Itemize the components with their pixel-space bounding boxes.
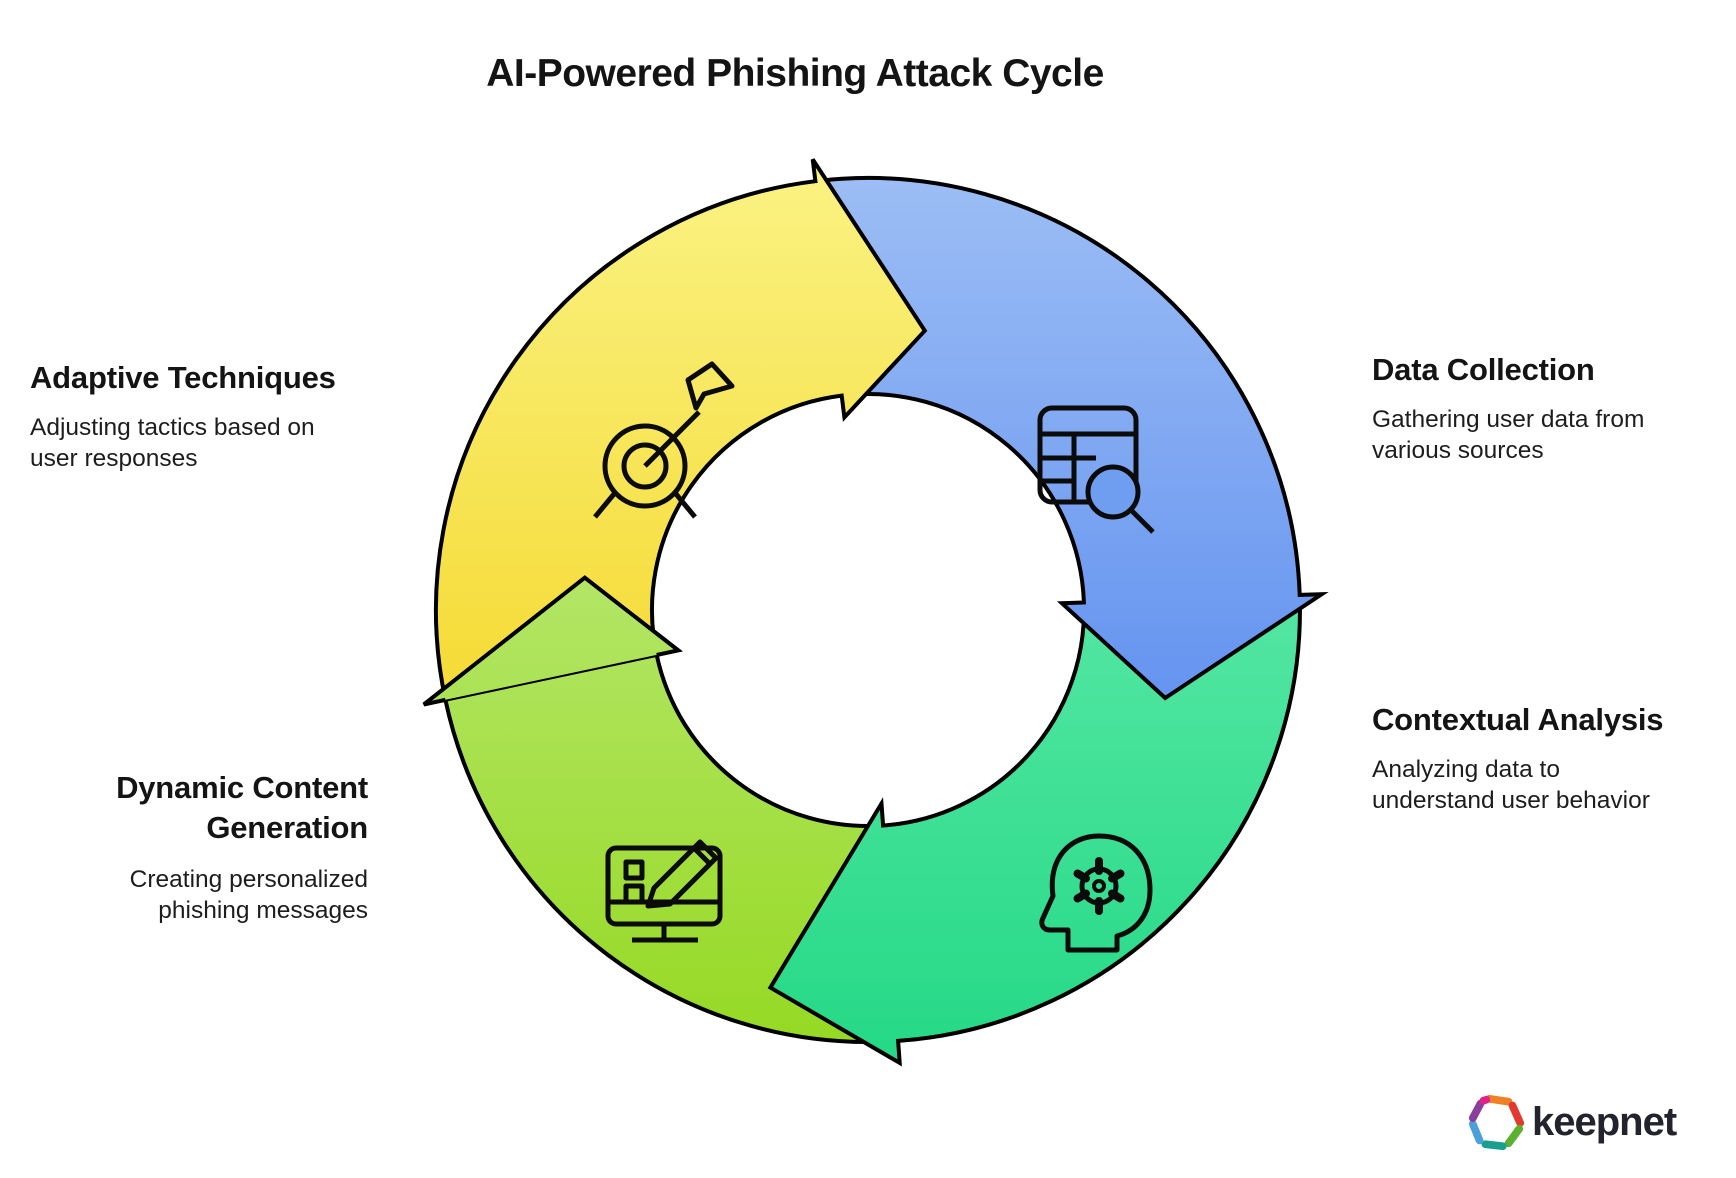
step-heading: Dynamic Content Generation: [116, 770, 368, 845]
monitor-pencil-icon: [605, 839, 723, 943]
table-search-icon: [1037, 405, 1155, 534]
step-contextual-analysis: Contextual Analysis Analyzing data to un…: [1372, 702, 1682, 816]
keepnet-logo: keepnet: [1466, 1092, 1677, 1152]
step-body: Gathering user data from various sources: [1372, 406, 1645, 464]
step-data-collection: Data Collection Gathering user data from…: [1372, 352, 1682, 466]
step-adaptive-techniques: Adaptive Techniques Adjusting tactics ba…: [30, 360, 340, 474]
keepnet-logo-icon: [1468, 1094, 1525, 1151]
step-heading: Contextual Analysis: [1372, 702, 1664, 737]
step-dynamic-content-generation: Dynamic Content Generation Creating pers…: [48, 768, 368, 926]
target-dart-icon: [593, 361, 735, 519]
keepnet-logo-text: keepnet: [1532, 1099, 1677, 1144]
page-title: AI-Powered Phishing Attack Cycle: [486, 52, 1104, 95]
step-heading: Data Collection: [1372, 352, 1595, 387]
step-body: Analyzing data to understand user behavi…: [1372, 756, 1650, 814]
step-body: Creating personalized phishing messages: [129, 866, 368, 924]
head-gear-icon: [1039, 833, 1153, 953]
step-heading: Adaptive Techniques: [30, 360, 336, 395]
cycle-arrows: [422, 158, 1329, 1067]
step-body: Adjusting tactics based on user response…: [30, 414, 315, 472]
